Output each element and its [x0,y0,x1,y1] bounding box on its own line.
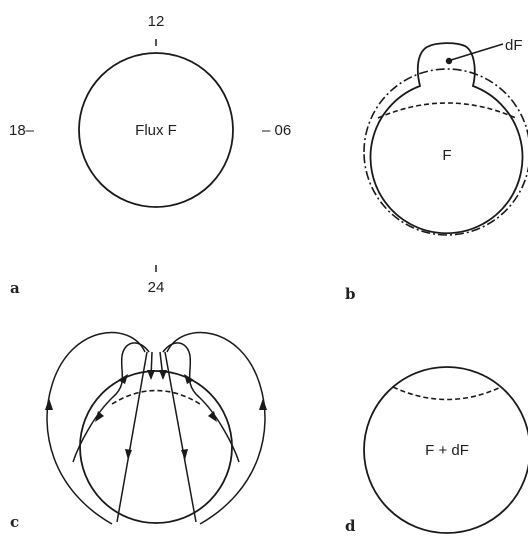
panel-b-callout-line [450,43,504,61]
panel-c-dashed-boundary [111,389,201,405]
panel-d-circle [363,366,528,534]
panel-a-circle [78,52,234,208]
panel-d-letter: d [345,517,356,535]
panel-b-dashed-boundary [377,102,517,119]
panel-b-letter: b [345,285,356,303]
panel-b-main-circle-with-bulge [369,42,524,235]
panel-b: dF F b [345,37,528,303]
panel-c-arrow-radial-right [181,449,188,460]
panel-b-callout-dot [445,57,453,65]
panel-c: c [10,331,267,531]
panel-a-center-label: Flux F [135,122,177,139]
panel-c-arrow-inner-left-lower [95,411,104,422]
panel-b-callout-label: dF [505,37,523,54]
panel-a-letter: a [10,279,20,297]
panel-c-arrow-outer-left [45,398,53,410]
panel-b-center-label: F [442,147,451,164]
panel-d-dashed-boundary [392,386,502,401]
panel-a-label-bottom: 24 [148,279,165,296]
panel-c-field-line-4 [164,351,197,523]
panel-c-letter: c [10,513,19,531]
panel-c-field-line-1 [116,351,148,523]
panel-c-arrow-inner-right-lower [208,411,217,422]
panel-c-arrow-inner-right-upper [184,374,194,384]
panel-d-center-label: F + dF [425,442,469,459]
panel-c-circle [79,370,233,524]
panel-c-arrow-radial-left [125,449,132,460]
panel-a-label-left: 18– [9,122,35,139]
panel-d: F + dF d [345,366,528,535]
panel-c-outer-loop-right [166,331,266,525]
panel-c-arrow-outer-right [259,398,267,410]
panel-c-outer-loop-left [46,331,146,525]
panel-c-arrow-center-right [159,370,167,380]
panel-a: Flux F 12 24 18– – 06 a [9,13,291,297]
panel-a-label-top: 12 [148,13,165,30]
panel-c-arrow-inner-left-upper [118,374,128,384]
panel-c-arrow-center-left [147,370,155,380]
panel-a-label-right: – 06 [262,122,291,139]
